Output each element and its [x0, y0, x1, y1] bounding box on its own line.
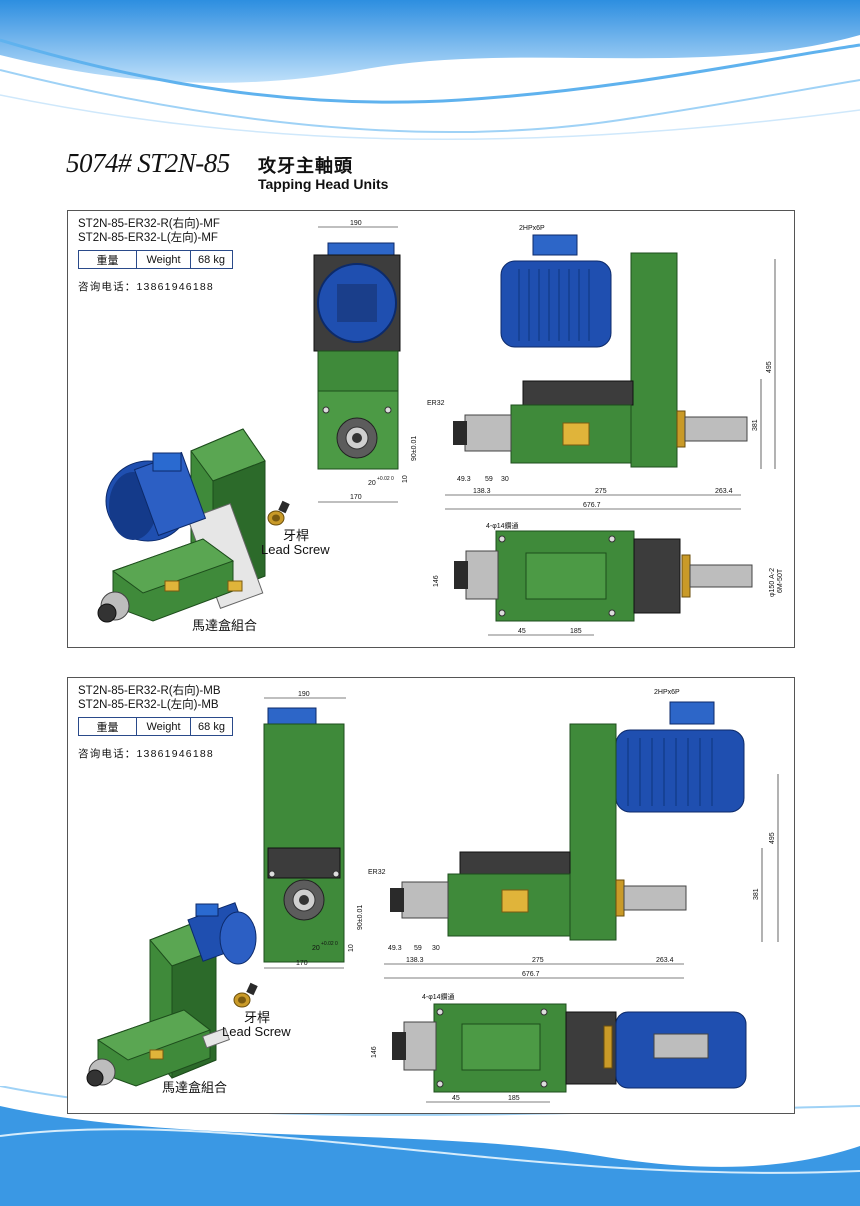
lead-screw-label-cn: 牙桿	[283, 528, 310, 543]
catalog-code: 5074# ST2N-85	[66, 148, 230, 178]
weight-table: 重量 Weight 68 kg	[78, 717, 233, 736]
side-view-drawing: 2HPx6P ER32 495 381 49.3 59 30 138.3 275…	[427, 225, 776, 510]
dim-length-275: 275	[532, 957, 544, 964]
dim-slot-20: 20	[368, 480, 376, 487]
isometric-view	[86, 902, 257, 1087]
dim-height-495: 495	[769, 832, 776, 844]
dim-height-10: 10	[402, 475, 409, 483]
dim-width-190: 190	[350, 220, 362, 227]
product-panel-mb: ST2N-85-ER32-R(右向)-MB ST2N-85-ER32-L(左向)…	[67, 677, 795, 1114]
weight-label-cn: 重量	[78, 250, 137, 269]
dim-width-170: 170	[296, 960, 308, 967]
model-number-right: ST2N-85-ER32-R(右向)-MF	[78, 218, 220, 230]
dim-slot-tolerance: +0.02 0	[377, 476, 394, 482]
dim-length-138-3: 138.3	[406, 957, 424, 964]
dim-height-90: 90±0.01	[411, 436, 418, 461]
header-wave-graphic	[0, 0, 860, 141]
dim-length-676-7: 676.7	[583, 502, 601, 509]
side-view-drawing: 2HPx6P ER32 495 381 49.3 59 30 138.3 275…	[368, 689, 779, 979]
lead-screw-icon	[267, 500, 290, 526]
dim-flange: φ150 A-2	[769, 568, 776, 597]
dim-length-49-3: 49.3	[457, 476, 471, 483]
dim-holes-label: 4-φ14鑽通	[422, 992, 455, 1001]
weight-label-en: Weight	[136, 717, 191, 736]
motor-spec-label: 2HPx6P	[654, 689, 680, 696]
dim-height-381: 381	[753, 888, 760, 900]
dim-height-495: 495	[766, 361, 773, 373]
dim-length-185: 185	[508, 1095, 520, 1102]
dim-length-263-4: 263.4	[715, 488, 733, 495]
dim-slot-20: 20	[312, 945, 320, 952]
dim-length-45: 45	[452, 1095, 460, 1102]
dim-length-185: 185	[570, 628, 582, 635]
dim-length-45: 45	[518, 628, 526, 635]
dim-length-138-3: 138.3	[473, 488, 491, 495]
dim-length-263-4: 263.4	[656, 957, 674, 964]
dim-width-190: 190	[298, 691, 310, 698]
dim-holes-label: 4-φ14鑽通	[486, 521, 519, 530]
lead-screw-label-cn: 牙桿	[244, 1010, 271, 1025]
collet-label: ER32	[368, 869, 386, 876]
model-number-right: ST2N-85-ER32-R(右向)-MB	[78, 685, 221, 697]
weight-value: 68 kg	[190, 717, 233, 736]
motor-box-label: 馬達盒組合	[192, 618, 258, 633]
dim-width-170: 170	[350, 494, 362, 501]
dim-height-90: 90±0.01	[357, 905, 364, 930]
weight-label-cn: 重量	[78, 717, 137, 736]
dim-length-275: 275	[595, 488, 607, 495]
model-number-left: ST2N-85-ER32-L(左向)-MF	[78, 232, 218, 244]
dim-length-59: 59	[485, 476, 493, 483]
dim-length-30: 30	[501, 476, 509, 483]
front-view-drawing: 190 170 20 +0.02 0 90±0.01 10	[313, 220, 418, 503]
weight-table: 重量 Weight 68 kg	[78, 250, 233, 269]
dim-height-146: 146	[433, 575, 440, 587]
dim-length-676-7: 676.7	[522, 971, 540, 978]
weight-value: 68 kg	[190, 250, 233, 269]
dim-height-146: 146	[371, 1046, 378, 1058]
dim-length-59: 59	[414, 945, 422, 952]
contact-phone: 咨询电话：13861946188	[78, 281, 214, 293]
dim-length-30: 30	[432, 945, 440, 952]
dim-height-10: 10	[348, 944, 355, 952]
dim-thread: 6M-50T	[777, 568, 784, 593]
isometric-view	[97, 428, 266, 623]
contact-phone: 咨询电话：13861946188	[78, 748, 214, 760]
front-view-drawing: 190 170 20 +0.02 0 90±0.01 10	[263, 691, 364, 969]
product-panel-mf: ST2N-85-ER32-R(右向)-MF ST2N-85-ER32-L(左向)…	[67, 210, 795, 648]
top-view-drawing: 4-φ14鑽通 146 φ150 A-2 6M-50T 45 185	[433, 521, 784, 636]
collet-label: ER32	[427, 400, 445, 407]
weight-label-en: Weight	[136, 250, 191, 269]
top-view-drawing: 4-φ14鑽通 146 45 185	[371, 992, 747, 1103]
dim-height-381: 381	[752, 419, 759, 431]
dim-length-49-3: 49.3	[388, 945, 402, 952]
motor-spec-label: 2HPx6P	[519, 225, 545, 232]
lead-screw-label-en: Lead Screw	[261, 542, 330, 557]
model-number-left: ST2N-85-ER32-L(左向)-MB	[78, 699, 219, 711]
motor-box-label: 馬達盒組合	[162, 1080, 228, 1095]
dim-slot-tolerance: +0.02 0	[321, 941, 338, 947]
title-chinese: 攻牙主軸頭	[258, 156, 353, 176]
lead-screw-icon	[233, 982, 258, 1008]
lead-screw-label-en: Lead Screw	[222, 1024, 291, 1039]
title-english: Tapping Head Units	[258, 176, 389, 192]
